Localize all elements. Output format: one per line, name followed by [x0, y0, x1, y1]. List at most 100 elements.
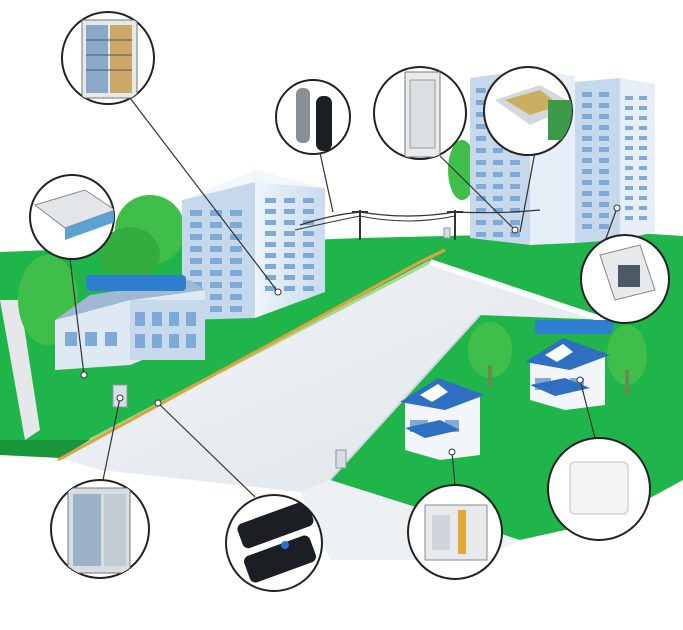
window: [599, 169, 609, 174]
window: [582, 191, 592, 196]
window: [582, 103, 592, 108]
window: [190, 222, 202, 228]
window: [625, 156, 633, 160]
window: [169, 312, 179, 326]
callout-inline-splice-closure[interactable]: [225, 494, 323, 592]
callout-indoor-termination-box[interactable]: [407, 484, 503, 580]
window: [493, 160, 503, 165]
house-right: [525, 338, 610, 410]
window: [265, 198, 276, 203]
window: [510, 208, 520, 213]
window: [190, 258, 202, 264]
window: [582, 180, 592, 185]
window: [210, 294, 222, 300]
window: [639, 196, 647, 200]
window: [599, 158, 609, 163]
window: [493, 148, 503, 153]
tree-right-cluster: [448, 140, 647, 395]
window: [190, 270, 202, 276]
window: [476, 172, 486, 177]
window: [476, 160, 486, 165]
window: [493, 196, 503, 201]
window: [303, 198, 314, 203]
window: [625, 106, 633, 110]
callout-patch-panel-drawer[interactable]: [29, 174, 115, 260]
window: [639, 96, 647, 100]
window: [625, 196, 633, 200]
window: [625, 96, 633, 100]
window: [65, 332, 77, 346]
window: [582, 147, 592, 152]
window: [639, 116, 647, 120]
window: [210, 222, 222, 228]
window: [265, 242, 276, 247]
window: [284, 275, 295, 280]
window: [625, 146, 633, 150]
connection-markers: [80, 204, 621, 456]
window: [493, 220, 503, 225]
window: [510, 196, 520, 201]
window: [210, 282, 222, 288]
window: [303, 231, 314, 236]
window: [582, 114, 592, 119]
window: [639, 216, 647, 220]
window: [230, 210, 242, 216]
window: [599, 202, 609, 207]
window: [230, 282, 242, 288]
window: [625, 126, 633, 130]
window: [210, 234, 222, 240]
window: [303, 275, 314, 280]
window: [582, 158, 592, 163]
window: [230, 258, 242, 264]
left-building-tag: [86, 275, 186, 291]
window: [599, 213, 609, 218]
window: [230, 306, 242, 312]
callout-splice-closure-dome[interactable]: [275, 79, 351, 155]
window: [284, 253, 295, 258]
window: [230, 294, 242, 300]
window: [493, 208, 503, 213]
callout-distribution-rack[interactable]: [61, 11, 155, 105]
callout-street-cabinet[interactable]: [50, 479, 150, 579]
window: [476, 196, 486, 201]
window: [476, 208, 486, 213]
window: [265, 253, 276, 258]
callout-faceplate-socket[interactable]: [547, 437, 651, 541]
window: [303, 253, 314, 258]
window: [190, 210, 202, 216]
window: [265, 209, 276, 214]
window: [510, 220, 520, 225]
window: [303, 209, 314, 214]
window: [303, 286, 314, 291]
window: [210, 246, 222, 252]
window: [582, 136, 592, 141]
window: [186, 334, 196, 348]
window: [284, 286, 295, 291]
window: [476, 232, 486, 237]
window: [582, 202, 592, 207]
window: [582, 92, 592, 97]
window: [284, 264, 295, 269]
window: [476, 100, 486, 105]
window: [510, 232, 520, 237]
pole-box: [443, 227, 451, 239]
window: [599, 92, 609, 97]
callout-fiber-splice-tray[interactable]: [483, 66, 575, 156]
window: [625, 116, 633, 120]
window: [476, 184, 486, 189]
window: [476, 88, 486, 93]
window: [639, 176, 647, 180]
callout-wall-mount-terminal-box[interactable]: [580, 234, 670, 324]
callout-leader-lines: [69, 97, 618, 498]
window: [230, 246, 242, 252]
window: [599, 191, 609, 196]
window: [582, 224, 592, 229]
window: [284, 198, 295, 203]
callout-odf-cabinet[interactable]: [373, 66, 467, 160]
window: [599, 224, 609, 229]
window: [639, 166, 647, 170]
left-light-strip: [0, 300, 40, 440]
window: [210, 210, 222, 216]
